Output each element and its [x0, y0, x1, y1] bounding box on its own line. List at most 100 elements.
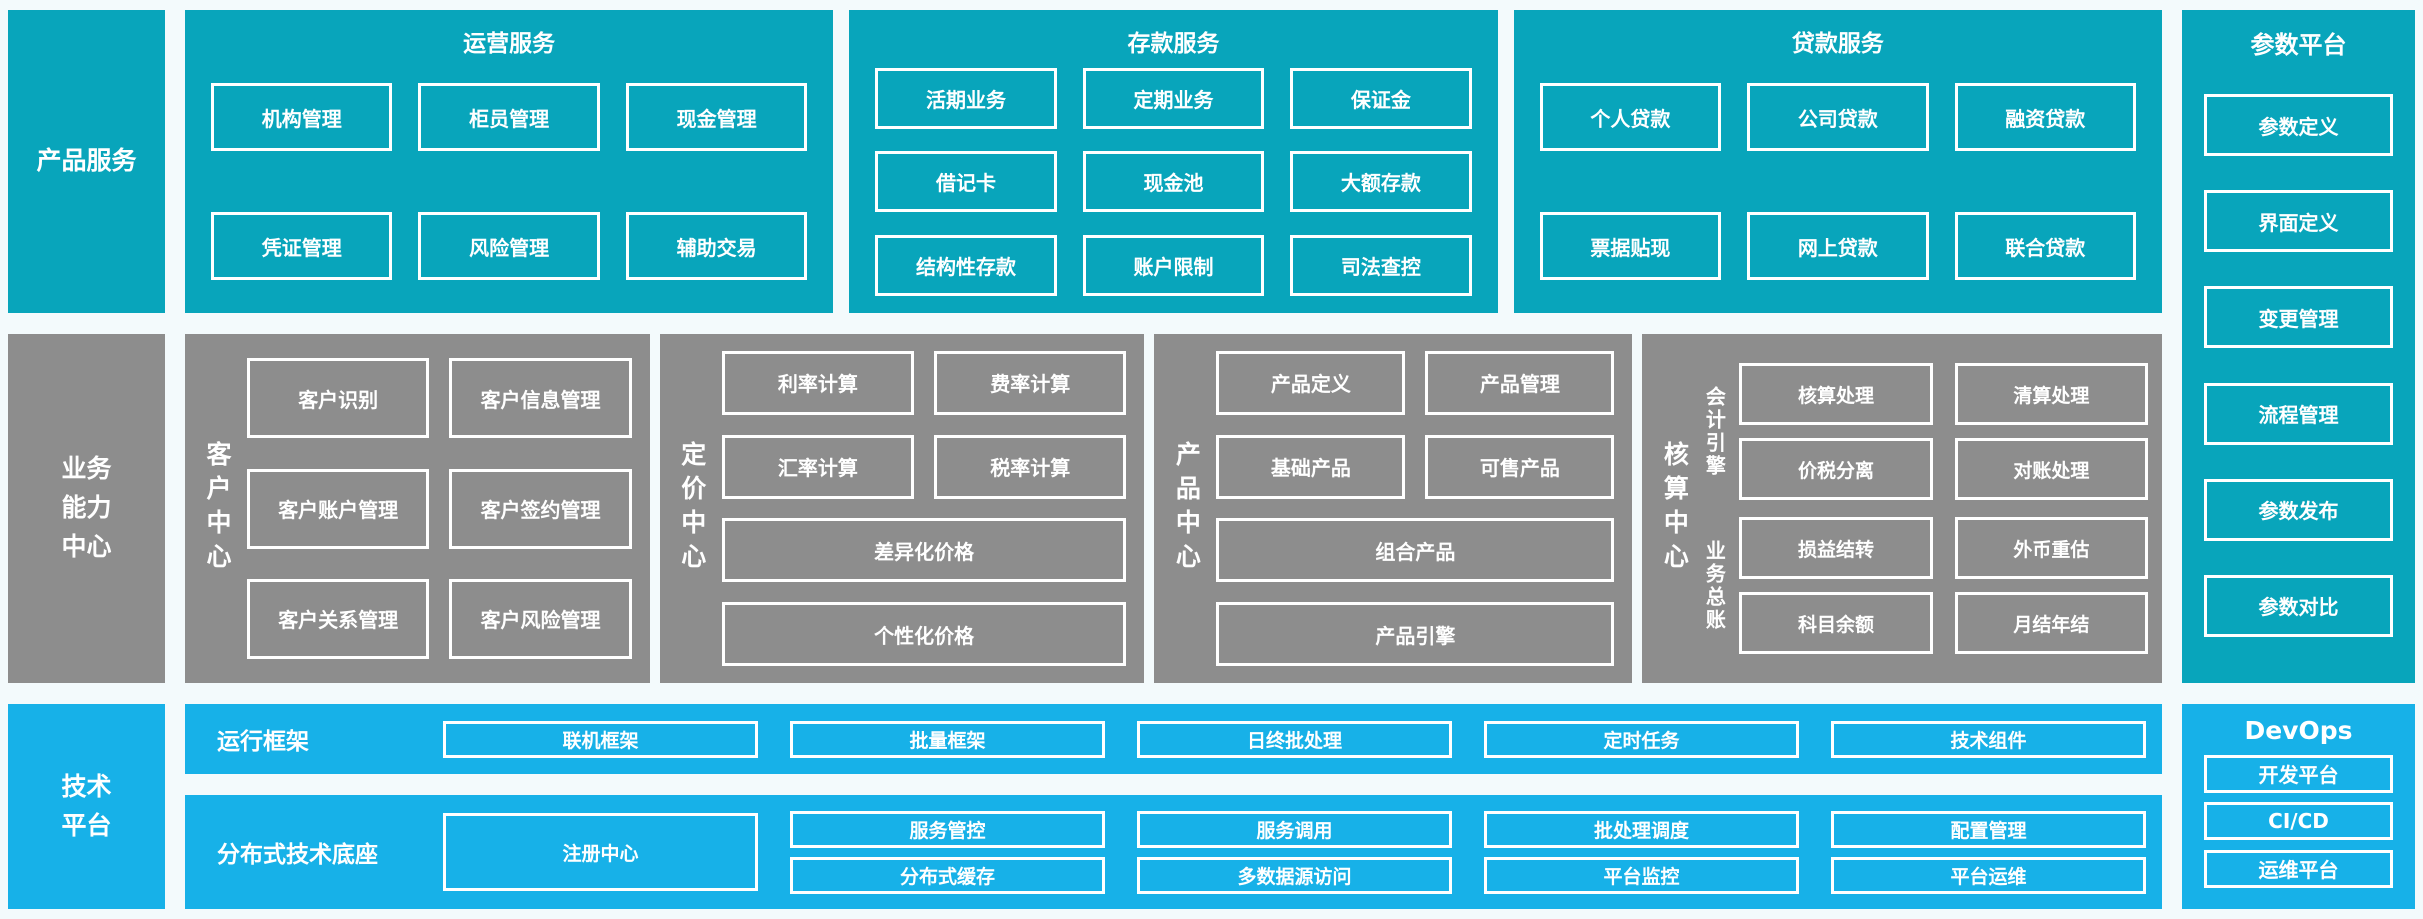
section-loan-services: 贷款服务 个人贷款公司贷款融资贷款票据贴现网上贷款联合贷款 — [1513, 10, 2162, 313]
diagram-box: 汇率计算 — [721, 434, 915, 499]
diagram-box: 账户限制 — [1082, 234, 1265, 296]
center-title-vertical: 客户中心 — [203, 440, 232, 577]
diagram-box: 个人贷款 — [1539, 83, 1722, 151]
center-accounting: 核算中心 会计引擎 核算处理清算处理价税分离对账处理 业务总账 损益结转外币重估… — [1642, 334, 2162, 683]
diagram-box: 开发平台 — [2204, 754, 2393, 793]
diagram-box: 保证金 — [1290, 67, 1472, 129]
diagram-box: 清算处理 — [1954, 363, 2148, 425]
center-product: 产品中心 产品定义产品管理基础产品可售产品 组合产品 产品引擎 — [1154, 334, 1633, 683]
center-pricing: 定价中心 利率计算费率计算汇率计算税率计算 差异化价格 个性化价格 — [659, 334, 1145, 683]
diagram-box: 客户账户管理 — [247, 468, 430, 549]
group-accounting-engine: 会计引擎 核算处理清算处理价税分离对账处理 — [1700, 363, 2148, 500]
diagram-box: 凭证管理 — [211, 212, 393, 280]
rail-label-line: 技术 — [61, 771, 112, 801]
diagram-box: 损益结转 — [1739, 517, 1933, 579]
diagram-box: 借记卡 — [875, 151, 1057, 212]
diagram-box: 变更管理 — [2204, 286, 2393, 349]
diagram-box: 服务调用 — [1137, 810, 1452, 848]
rail-label-lines: 技术平台 — [61, 768, 111, 846]
diagram-box: 产品管理 — [1425, 350, 1615, 415]
diagram-box: 分布式缓存 — [790, 856, 1105, 894]
center-customer: 客户中心 客户识别客户信息管理客户账户管理客户签约管理客户关系管理客户风险管理 — [185, 334, 650, 683]
diagram-box: 客户关系管理 — [247, 578, 430, 659]
diagram-box: 费率计算 — [934, 350, 1127, 415]
diagram-box: 运维平台 — [2204, 849, 2393, 888]
section-operations-services: 运营服务 机构管理柜员管理现金管理凭证管理风险管理辅助交易 — [185, 10, 834, 313]
box-grid: 产品定义产品管理基础产品可售产品 组合产品 产品引擎 — [1212, 346, 1618, 671]
diagram-box: 风险管理 — [418, 212, 600, 280]
section-runtime-framework: 运行框架 联机框架批量框架日终批处理定时任务技术组件 — [185, 704, 2162, 774]
rail-label-line: 中心 — [61, 531, 112, 561]
diagram-box: 科目余额 — [1739, 592, 1933, 654]
diagram-box: 现金管理 — [625, 83, 808, 151]
top-sections-row: 运营服务 机构管理柜员管理现金管理凭证管理风险管理辅助交易 存款服务 活期业务定… — [185, 10, 2162, 313]
diagram-box: 客户签约管理 — [449, 468, 632, 549]
diagram-box: 联合贷款 — [1954, 212, 2136, 280]
section-title: DevOps — [2244, 716, 2353, 745]
diagram-box: 服务管控 — [790, 810, 1105, 848]
diagram-box: 客户识别 — [247, 358, 430, 439]
diagram-box: 外币重估 — [1954, 517, 2148, 579]
diagram-box: 流程管理 — [2204, 382, 2393, 445]
diagram-box: 批处理调度 — [1484, 810, 1799, 848]
diagram-box: 客户信息管理 — [449, 358, 632, 439]
group-label-vertical: 业务总账 — [1702, 539, 1727, 632]
diagram-box: 活期业务 — [875, 67, 1057, 129]
diagram-box: 定期业务 — [1082, 67, 1265, 129]
center-title-vertical: 核算中心 — [1660, 440, 1690, 577]
accounting-groups: 会计引擎 核算处理清算处理价税分离对账处理 业务总账 损益结转外币重估科目余额月… — [1700, 346, 2148, 671]
diagram-box: 票据贴现 — [1539, 212, 1722, 280]
diagram-box: 融资贷款 — [1954, 83, 2136, 151]
diagram-box: 联机框架 — [443, 720, 758, 758]
diagram-box: 公司贷款 — [1747, 83, 1929, 151]
section-title: 参数平台 — [2250, 31, 2347, 59]
group-label-vertical: 会计引擎 — [1702, 385, 1727, 478]
diagram-box: 网上贷款 — [1747, 212, 1929, 280]
section-distributed-base: 分布式技术底座 注册中心 服务管控服务调用批处理调度配置管理分布式缓存多数据源访… — [185, 795, 2162, 909]
section-title: 贷款服务 — [1791, 31, 1884, 57]
diagram-box: 核算处理 — [1739, 363, 1933, 425]
section-parameter-platform: 参数平台 参数定义界面定义变更管理流程管理参数发布参数对比 — [2182, 10, 2415, 683]
box-grid: 利率计算费率计算汇率计算税率计算 差异化价格 个性化价格 — [718, 346, 1131, 671]
diagram-box: 利率计算 — [721, 350, 915, 415]
diagram-box: 技术组件 — [1831, 720, 2146, 758]
rail-label-line: 服务 — [86, 146, 137, 176]
rail-technology-platform: 技术平台 — [8, 704, 165, 909]
capability-centers-row: 客户中心 客户识别客户信息管理客户账户管理客户签约管理客户关系管理客户风险管理 … — [185, 334, 2162, 683]
diagram-box: 大额存款 — [1290, 151, 1472, 212]
diagram-box: 参数发布 — [2204, 478, 2393, 541]
diagram-box: 平台监控 — [1484, 856, 1799, 894]
diagram-box: 柜员管理 — [418, 83, 600, 151]
box-list: 参数定义界面定义变更管理流程管理参数发布参数对比 — [2204, 60, 2393, 671]
diagram-box: 多数据源访问 — [1137, 856, 1452, 894]
diagram-box: 现金池 — [1082, 151, 1265, 212]
diagram-box: 司法查控 — [1290, 234, 1472, 296]
box-list: 联机框架批量框架日终批处理定时任务技术组件 — [443, 720, 2146, 758]
section-deposit-services: 存款服务 活期业务定期业务保证金借记卡现金池大额存款结构性存款账户限制司法查控 — [849, 10, 1498, 313]
rail-label-line: 业务 — [61, 454, 112, 484]
diagram-box: 个性化价格 — [721, 602, 1127, 667]
rail-product-services: 产品服务 — [8, 10, 165, 313]
rail-label-lines: 业务能力中心 — [61, 450, 111, 566]
center-title-vertical: 产品中心 — [1172, 440, 1202, 577]
diagram-box: 对账处理 — [1954, 438, 2148, 500]
box-grid: 注册中心 服务管控服务调用批处理调度配置管理分布式缓存多数据源访问平台监控平台运… — [443, 810, 2146, 894]
diagram-box: 界面定义 — [2204, 190, 2393, 253]
section-title: 运营服务 — [463, 31, 556, 57]
diagram-box: 差异化价格 — [721, 518, 1127, 583]
bar-label: 分布式技术底座 — [217, 842, 378, 868]
diagram-box: 结构性存款 — [875, 234, 1057, 296]
box-grid: 客户识别客户信息管理客户账户管理客户签约管理客户关系管理客户风险管理 — [243, 346, 636, 671]
diagram-box: 产品定义 — [1216, 350, 1406, 415]
diagram-box: 参数定义 — [2204, 94, 2393, 157]
group-business-ledger: 业务总账 损益结转外币重估科目余额月结年结 — [1700, 517, 2148, 654]
rail-business-capability-center: 业务能力中心 — [8, 334, 165, 683]
diagram-box: 定时任务 — [1484, 720, 1799, 758]
rail-label-line: 产品 — [36, 146, 87, 176]
diagram-box: 配置管理 — [1831, 810, 2146, 848]
rail-label-line: 能力 — [61, 493, 112, 523]
diagram-box: 月结年结 — [1954, 592, 2148, 654]
rail-label-line: 平台 — [61, 810, 112, 840]
diagram-box: 平台运维 — [1831, 856, 2146, 894]
